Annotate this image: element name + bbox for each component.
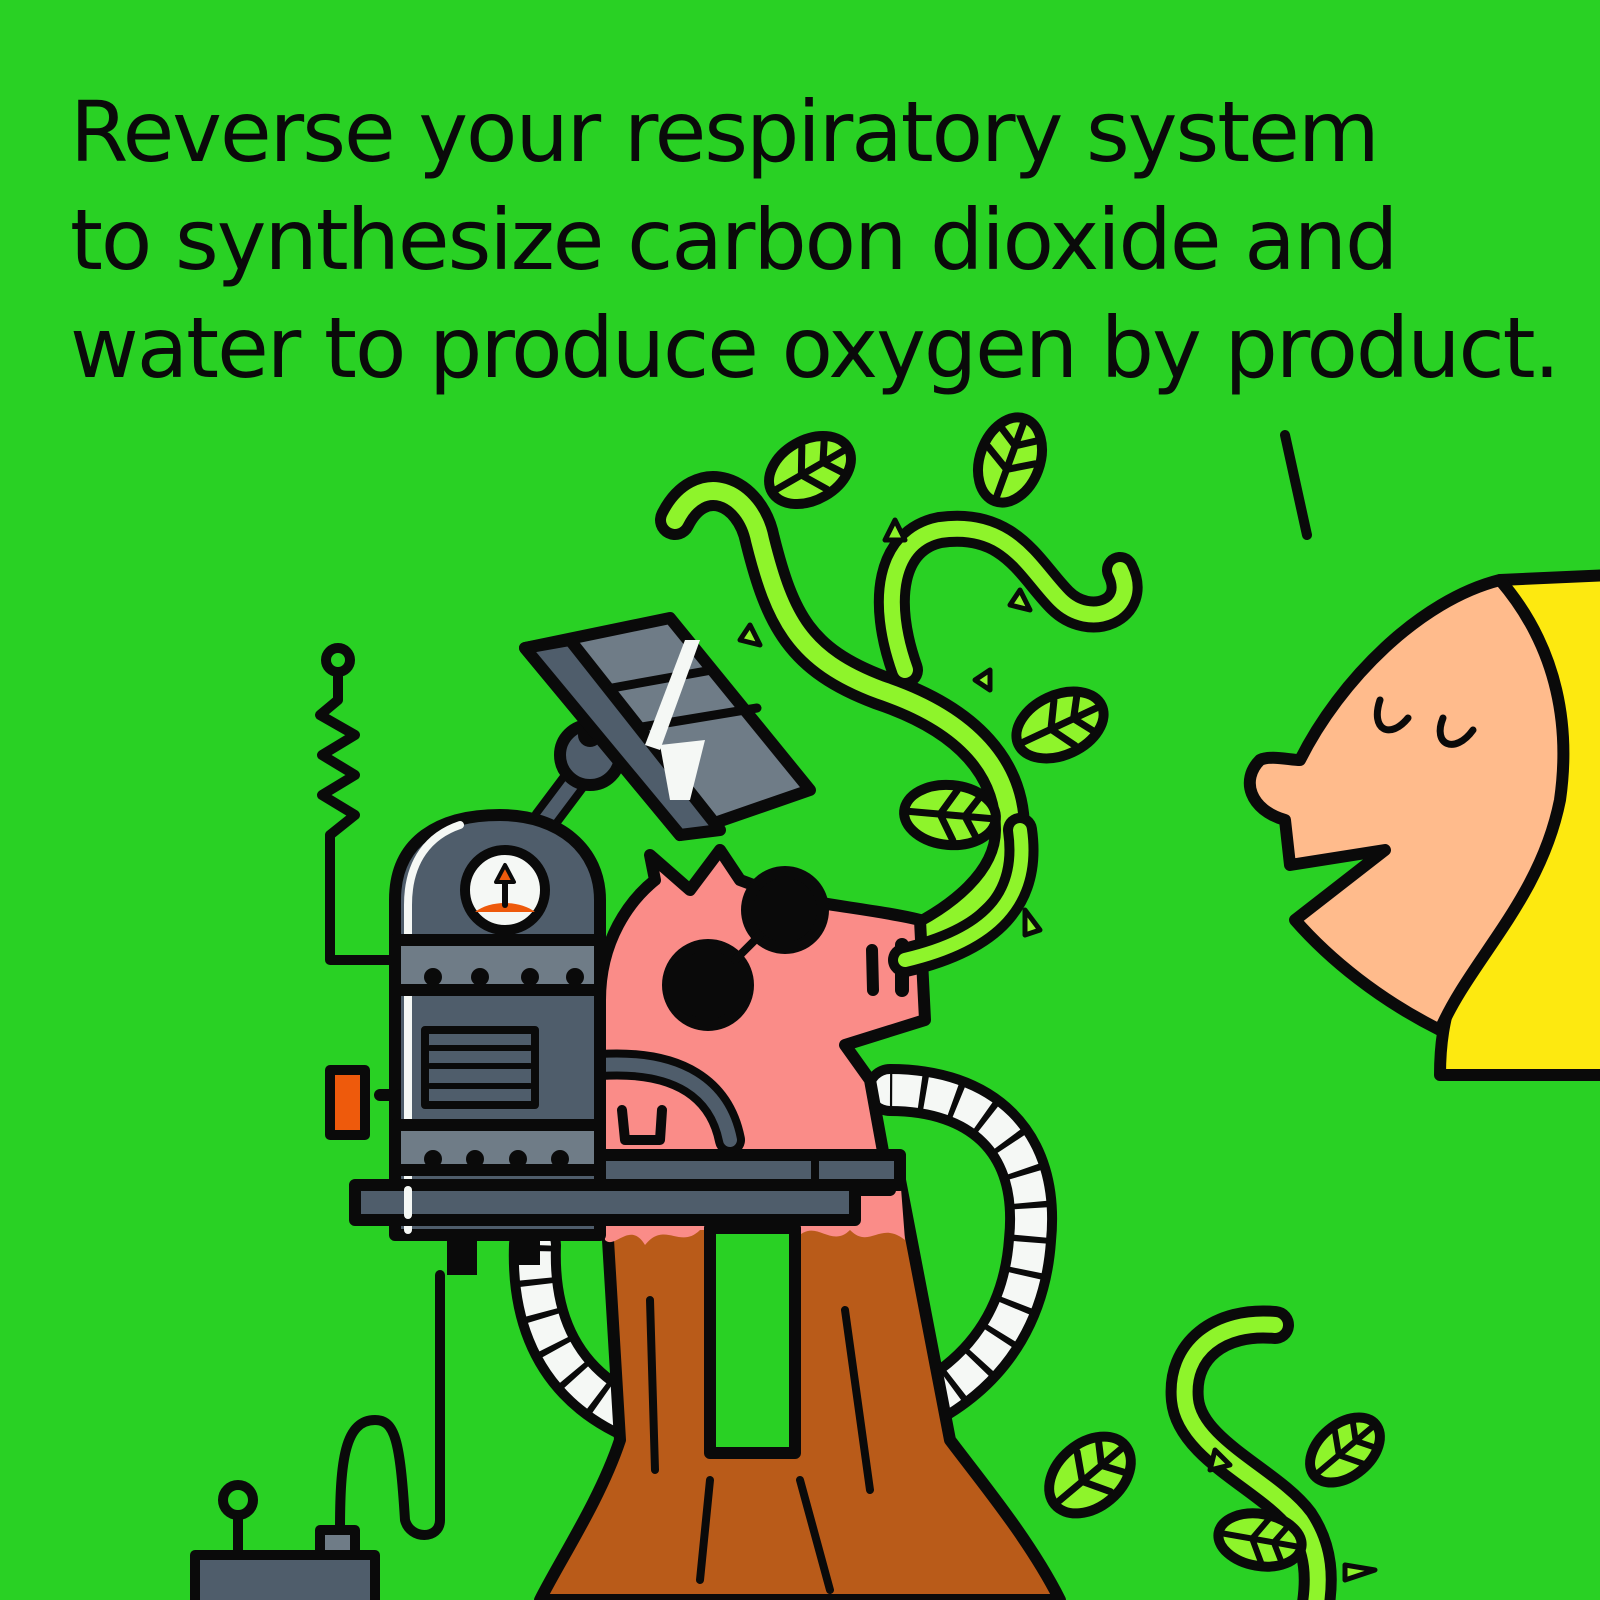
nose-vine-icon [888, 813, 1043, 977]
caption-line-3: water to produce oxygen by product. [70, 299, 1560, 397]
pig-character [585, 844, 931, 1196]
pressure-gauge-icon [460, 845, 550, 935]
rivet-icons [424, 968, 584, 1168]
bottom-vine-icon [1165, 1305, 1378, 1600]
human-character [1243, 430, 1600, 1081]
caption-line-2: to synthesize carbon dioxide and [70, 191, 1398, 289]
caption-line-1: Reverse your respiratory system [70, 83, 1380, 181]
cable-icon [335, 1270, 445, 1540]
leaf-icon [764, 412, 1109, 851]
machine-backpack [325, 809, 861, 1275]
caption-text: Reverse your respiratory system to synth… [70, 78, 1560, 402]
vines-icon [655, 471, 1143, 965]
solar-panel-icon [519, 612, 816, 841]
battery-box-icon [190, 1480, 380, 1600]
antenna-icon [315, 643, 405, 965]
leaf-icon [1044, 1412, 1385, 1572]
